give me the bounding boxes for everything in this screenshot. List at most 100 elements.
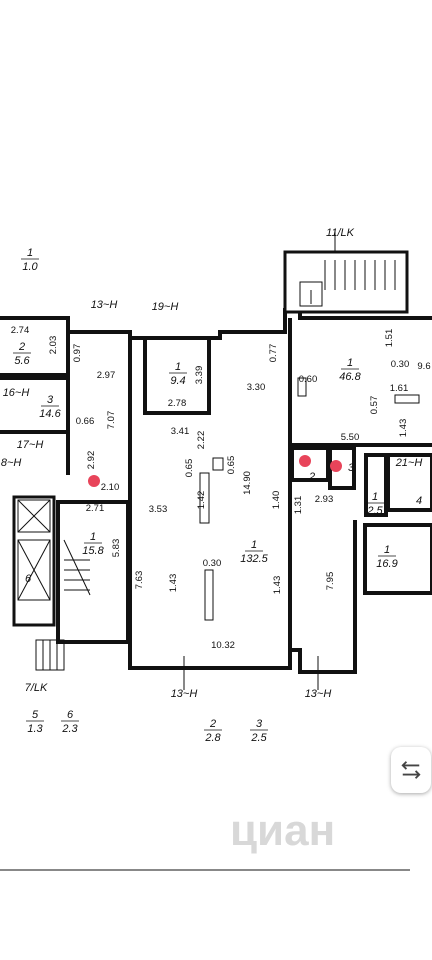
room-label: 1 (251, 539, 257, 551)
zoom-fit-button[interactable] (391, 747, 431, 793)
room-area: 5.6 (14, 355, 30, 367)
dimension-label: 2.93 (315, 494, 334, 505)
dimension-label: 2.78 (168, 398, 187, 409)
room-label: 18~H (0, 457, 21, 469)
room-label: 4 (416, 495, 422, 507)
location-marker (330, 460, 342, 472)
room-r-18h: 18~H (0, 457, 21, 469)
room-r-5-13: 51.3 (26, 709, 44, 735)
dimension-label: 2.97 (97, 370, 116, 381)
room-area: 15.8 (82, 545, 104, 557)
dimension-label: 2.74 (11, 325, 30, 336)
room-area: 14.6 (39, 408, 61, 420)
room-label: 6 (67, 709, 74, 721)
room-area: 1.0 (22, 261, 38, 273)
dimension-label: 0.97 (72, 344, 83, 363)
room-label: 2 (18, 341, 25, 353)
dimension-labels: 2.74 2.03 0.97 2.97 3.39 2.78 3.30 0.77 1.51 0.30… (11, 325, 431, 651)
room-label: 21~H (395, 457, 423, 469)
room-r-11lk: 11/LK (326, 227, 355, 239)
room-r-21h: 21~H (395, 457, 423, 469)
dimension-label: 2.71 (86, 503, 105, 514)
room-r-1-25: 12.5 (366, 491, 384, 517)
room-label: 2 (308, 471, 315, 483)
dimension-label: 0.65 (184, 459, 195, 478)
dimension-label: 1.51 (384, 329, 395, 348)
dimension-label: 2.03 (48, 336, 59, 355)
dimension-label: 3.39 (194, 366, 205, 385)
room-label: 2 (209, 718, 216, 730)
room-r-7lk: 7/LK (25, 682, 48, 694)
room-r-6-23: 62.3 (61, 709, 79, 735)
dimension-label: 1.61 (390, 383, 409, 394)
dimension-label: 1.40 (271, 491, 282, 510)
room-label: 13~H (305, 688, 332, 700)
dimension-label: 0.30 (391, 359, 410, 370)
room-area: 2.5 (250, 732, 267, 744)
room-label: 3 (348, 462, 355, 474)
dimension-label: 0.57 (369, 396, 380, 415)
dimension-label: 0.65 (226, 456, 237, 475)
room-r-1-468: 146.8 (339, 357, 361, 383)
dimension-label: 0.60 (299, 374, 318, 385)
room-label: 1 (175, 361, 181, 373)
room-area: 2.8 (204, 732, 221, 744)
room-label: 19~H (152, 301, 179, 313)
room-r-4: 4 (416, 495, 422, 507)
room-r-2-56: 25.6 (13, 341, 31, 367)
room-r-2-28: 22.8 (204, 718, 222, 744)
dimension-label: 7.63 (134, 571, 145, 590)
room-label: 1 (384, 544, 390, 556)
dimension-label: 3.41 (171, 426, 190, 437)
room-r-1-top: 11.0 (21, 247, 39, 273)
dimension-label: 14.90 (242, 471, 253, 495)
dimension-label: 10.32 (211, 640, 235, 651)
room-area: 46.8 (339, 371, 361, 383)
dimension-label: 7.07 (106, 411, 117, 430)
room-label: 5 (32, 709, 39, 721)
room-r-1-94: 19.4 (169, 361, 187, 387)
dimension-label: 2.10 (101, 482, 120, 493)
room-label: 11/LK (326, 227, 355, 239)
room-r-2-mid: 2 (308, 471, 315, 483)
dimension-label: 0.30 (203, 558, 222, 569)
room-label: 3 (256, 718, 263, 730)
room-label: 1 (372, 491, 378, 503)
room-r-6: 6 (25, 573, 32, 585)
room-r-1-158: 115.8 (82, 531, 104, 557)
location-markers (88, 455, 342, 487)
dimension-label: 9.6 (417, 361, 430, 372)
room-area: 2.3 (61, 723, 78, 735)
zoom-fit-icon (401, 761, 421, 779)
room-label: 17~H (17, 439, 44, 451)
room-r-1-1325: 1 132.5 (240, 539, 268, 565)
room-label: 6 (25, 573, 32, 585)
room-label: 7/LK (25, 682, 48, 694)
dimension-label: 1.43 (398, 419, 409, 438)
dimension-label: 3.30 (247, 382, 266, 393)
room-label: 1 (90, 531, 96, 543)
room-r-17h: 17~H (17, 439, 44, 451)
room-area: 2.5 (366, 505, 383, 517)
room-label: 1 (347, 357, 353, 369)
room-area: 132.5 (240, 553, 268, 565)
dimension-label: 0.77 (268, 344, 279, 363)
dimension-label: 1.43 (272, 576, 283, 595)
room-r-3-146: 314.6 (39, 394, 61, 420)
room-area: 16.9 (376, 558, 397, 570)
room-r-19h: 19~H (152, 301, 179, 313)
room-label: 13~H (171, 688, 198, 700)
dimension-label: 5.50 (341, 432, 360, 443)
dimension-label: 1.42 (196, 491, 207, 510)
location-marker (88, 475, 100, 487)
room-r-13h-top: 13~H (91, 299, 118, 311)
room-label: 13~H (91, 299, 118, 311)
dimension-label: 5.83 (111, 539, 122, 558)
room-r-3-25: 32.5 (250, 718, 268, 744)
room-label: 3 (47, 394, 54, 406)
room-r-13h-b2: 13~H (305, 688, 332, 700)
watermark: циан (230, 806, 335, 855)
dimension-label: 7.95 (325, 572, 336, 591)
